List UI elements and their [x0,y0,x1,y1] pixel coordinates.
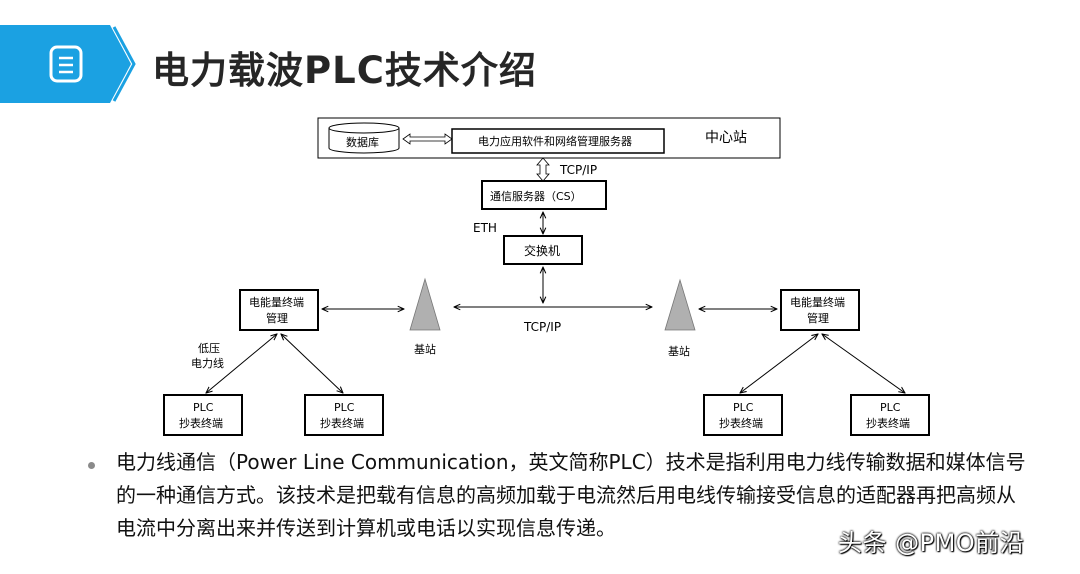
plc-terminal-3-line2: 抄表终端 [719,416,763,430]
comm-server-box [481,180,607,210]
tcpip-mid-label: TCP/IP [523,320,561,334]
header-accent-band [0,25,110,103]
energy-mgmt-right-box [780,289,860,331]
comm-server-label: 通信服务器（CS） [490,190,582,203]
plc-terminal-2-line1: PLC [334,401,355,414]
app-server-box [451,128,665,154]
database-icon [328,122,400,154]
right-plc-link-2 [822,334,905,393]
plc-terminal-3-box [703,394,783,436]
eth-label: ETH [473,221,497,235]
base-station-left-label: 基站 [414,342,436,356]
plc-terminal-2-box [304,394,384,436]
tcpip-top-label: TCP/IP [559,163,597,177]
left-plc-link-1 [206,334,277,393]
plc-description: 电力线通信（Power Line Communication，英文简称PLC）技… [116,450,1026,540]
plc-terminal-4-line2: 抄表终端 [866,416,910,430]
base-station-left-icon [409,277,441,331]
plc-terminal-1-line2: 抄表终端 [179,416,223,430]
source-watermark: 头条 @PMO前沿 [838,529,1025,557]
energy-mgmt-right-line2: 管理 [807,311,829,325]
energy-mgmt-left-line1: 电能量终端 [249,295,304,309]
energy-mgmt-left-line2: 管理 [266,311,288,325]
energy-mgmt-right-line1: 电能量终端 [790,295,845,309]
base-station-right-label: 基站 [668,344,690,358]
document-icon [49,45,83,83]
energy-mgmt-left-box [239,289,319,331]
plc-terminal-4-box [850,394,930,436]
low-voltage-line2: 电力线 [191,356,224,370]
bullet-dot [88,462,95,469]
app-server-label: 电力应用软件和网络管理服务器 [478,134,632,148]
database-label: 数据库 [346,135,379,149]
plc-terminal-2-line2: 抄表终端 [320,416,364,430]
base-station-right-icon [664,278,696,331]
plc-network-diagram: 中心站 数据库 电力应用软件和网络管理服务器 TCP/IP 通信服务器（CS） … [163,117,930,436]
switch-box [503,235,583,265]
plc-terminal-1-line1: PLC [193,401,214,414]
plc-terminal-3-line1: PLC [733,401,754,414]
server-cs-double-arrow [536,157,550,182]
right-plc-link-1 [740,334,818,393]
plc-terminal-1-box [163,394,243,436]
page-title: 电力载波PLC技术介绍 [152,49,537,92]
center-station-label: 中心站 [705,130,747,146]
left-plc-link-2 [281,334,343,393]
header-chevron-shape [110,25,136,103]
switch-label: 交换机 [524,243,560,258]
low-voltage-line1: 低压 [198,342,220,355]
plc-terminal-4-line1: PLC [880,401,901,414]
